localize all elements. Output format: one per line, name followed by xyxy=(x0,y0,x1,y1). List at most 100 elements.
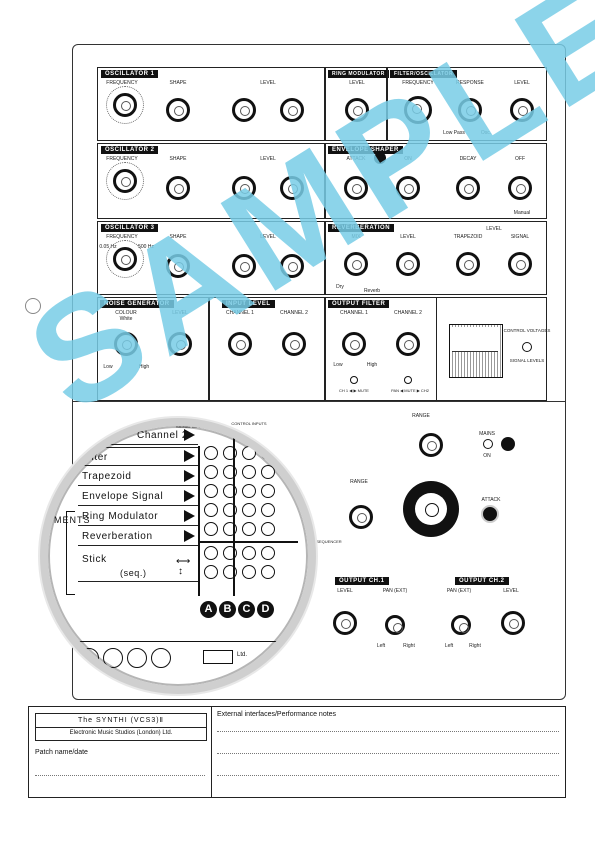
matrix-pin[interactable] xyxy=(261,522,275,536)
ring-mod-level-knob[interactable] xyxy=(345,98,369,122)
triangle-level-knob[interactable] xyxy=(280,254,304,278)
matrix-pin[interactable] xyxy=(261,565,275,579)
response-knob[interactable] xyxy=(458,98,482,122)
joystick[interactable] xyxy=(403,481,459,537)
matrix-pin[interactable] xyxy=(204,503,218,517)
filter-frequency-knob[interactable] xyxy=(404,96,432,124)
decay-knob[interactable] xyxy=(456,176,480,200)
ch2-mute-switch[interactable] xyxy=(404,376,412,384)
range-knob-left[interactable] xyxy=(349,505,373,529)
jack[interactable] xyxy=(103,648,123,668)
row-label: Filter xyxy=(82,452,108,463)
sine-level-knob[interactable] xyxy=(232,98,256,122)
right-label: Right xyxy=(403,643,415,649)
matrix-pin[interactable] xyxy=(204,465,218,479)
jack[interactable] xyxy=(127,648,147,668)
reverb-level-knob[interactable] xyxy=(396,252,420,276)
title-box: The SYNTHI (VCS3)Ⅱ Electronic Music Stud… xyxy=(35,713,207,741)
section-title: RING MODULATOR xyxy=(328,70,389,78)
ch1-mute-switch[interactable] xyxy=(350,376,358,384)
shape-label: SHAPE xyxy=(169,234,187,240)
side-label: MENTS xyxy=(54,515,91,525)
matrix-pin[interactable] xyxy=(204,484,218,498)
output-ch2-pan-label: PAN (EXT) xyxy=(446,588,472,594)
attack-button[interactable] xyxy=(481,505,499,523)
mag-row-stick: Stick xyxy=(78,550,198,582)
trapezoid-level-knob[interactable] xyxy=(456,252,480,276)
range-knob-top[interactable] xyxy=(419,433,443,457)
ramp-level-knob[interactable] xyxy=(280,98,304,122)
mains-switch[interactable] xyxy=(483,439,493,449)
attack-knob[interactable] xyxy=(344,176,368,200)
envelope-indicator-lamp xyxy=(374,152,386,164)
attack-label: ATTACK xyxy=(346,156,366,162)
shape-knob[interactable] xyxy=(166,176,190,200)
output-ch2-level-knob[interactable] xyxy=(501,611,525,635)
matrix-pin[interactable] xyxy=(242,484,256,498)
frequency-scale xyxy=(106,86,144,124)
matrix-pin[interactable] xyxy=(261,503,275,517)
matrix-pin[interactable] xyxy=(261,546,275,560)
arrow-icon xyxy=(184,530,195,542)
matrix-pin[interactable] xyxy=(242,465,256,479)
matrix-pin[interactable] xyxy=(242,503,256,517)
frequency-knob[interactable] xyxy=(113,169,137,193)
filter-level-knob[interactable] xyxy=(510,98,534,122)
shape-knob[interactable] xyxy=(166,98,190,122)
low-label: Low xyxy=(103,364,113,370)
matrix-pin[interactable] xyxy=(261,446,275,460)
output-ch1-pan-knob[interactable] xyxy=(385,615,405,635)
matrix-pin[interactable] xyxy=(242,546,256,560)
jack[interactable] xyxy=(151,648,171,668)
mag-row-trapezoid: Trapezoid xyxy=(78,467,198,486)
magnifier-lens: MENTS Channel 2 Filter Trapezoid Envelop… xyxy=(40,418,316,694)
ch2-mute-label: PAN ◀ MUTE ▶ CH2 xyxy=(391,388,429,393)
matrix-pin[interactable] xyxy=(242,565,256,579)
matrix-pin[interactable] xyxy=(242,446,256,460)
mag-row-ring-modulator: Ring Modulator xyxy=(78,507,198,526)
low-pass-label: Low Pass xyxy=(443,130,465,136)
jack[interactable] xyxy=(79,648,99,668)
matrix-pin[interactable] xyxy=(204,446,218,460)
signal-level-knob[interactable] xyxy=(508,252,532,276)
matrix-pin[interactable] xyxy=(261,484,275,498)
matrix-pin[interactable] xyxy=(204,546,218,560)
square-level-knob[interactable] xyxy=(232,176,256,200)
colour-knob[interactable] xyxy=(114,332,138,356)
output-ch2-pan-knob[interactable] xyxy=(451,615,471,635)
row-label: Ring Modulator xyxy=(82,511,159,522)
input-ch1-knob[interactable] xyxy=(228,332,252,356)
on-knob[interactable] xyxy=(396,176,420,200)
frequency-knob[interactable] xyxy=(113,247,137,271)
control-inputs-label: CONTROL INPUTS xyxy=(231,421,267,426)
matrix-pin[interactable] xyxy=(204,522,218,536)
arrow-icon xyxy=(184,490,195,502)
mag-row-envelope-signal: Envelope Signal xyxy=(78,487,198,506)
noise-level-knob[interactable] xyxy=(168,332,192,356)
square-level-knob[interactable] xyxy=(232,254,256,278)
mix-knob[interactable] xyxy=(344,252,368,276)
frequency-label: FREQUENCY xyxy=(106,234,138,240)
output-filter-ch1-knob[interactable] xyxy=(342,332,366,356)
mix-label: MIX xyxy=(351,234,361,240)
shape-knob[interactable] xyxy=(166,254,190,278)
arrow-icon xyxy=(184,510,195,522)
meter-switch[interactable] xyxy=(522,342,532,352)
ring-modulator-section: RING MODULATOR LEVEL xyxy=(325,67,389,141)
mains-label: MAINS xyxy=(479,431,495,437)
output-filter-ch2-knob[interactable] xyxy=(396,332,420,356)
patch-label: Patch name/date xyxy=(35,749,88,756)
matrix-pin[interactable] xyxy=(261,465,275,479)
triangle-level-knob[interactable] xyxy=(280,176,304,200)
matrix-pin[interactable] xyxy=(204,565,218,579)
input-ch2-knob[interactable] xyxy=(282,332,306,356)
arrow-icon xyxy=(184,450,195,462)
output-ch1-level-knob[interactable] xyxy=(333,611,357,635)
matrix-pin[interactable] xyxy=(242,522,256,536)
patch-matrix[interactable] xyxy=(198,446,290,596)
freq-high-label: 500 Hz xyxy=(138,244,154,250)
decay-label: DECAY xyxy=(459,156,477,162)
off-knob[interactable] xyxy=(508,176,532,200)
frequency-knob[interactable] xyxy=(113,93,137,117)
channel1-label: CHANNEL 1 xyxy=(226,310,254,316)
